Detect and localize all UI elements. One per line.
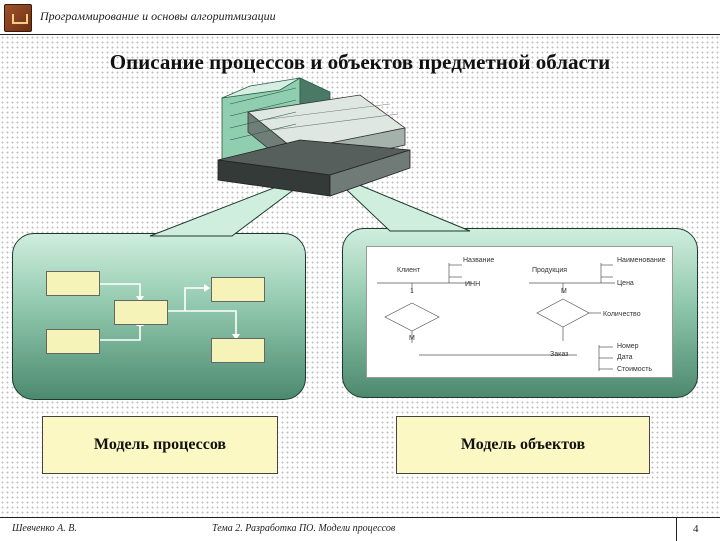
footer-divider — [676, 518, 677, 541]
footer-topic: Тема 2. Разработка ПО. Модели процессов — [212, 523, 396, 534]
process-box — [114, 300, 168, 325]
right-bubble-tail — [327, 171, 471, 232]
slide-header: Программирование и основы алгоритмизации — [0, 0, 720, 35]
process-box — [211, 338, 265, 363]
er-label: Номер — [617, 343, 639, 350]
er-label: М — [409, 335, 415, 342]
er-label: Продукция — [532, 267, 567, 274]
er-label: Заказ — [550, 351, 568, 358]
er-label: Цена — [617, 280, 634, 287]
er-label: Стоимость — [617, 366, 652, 373]
er-label: Название — [463, 257, 494, 264]
er-diagram-panel: Название Клиент ИНН Продукция Наименован… — [366, 246, 673, 378]
process-box — [46, 271, 100, 296]
er-label: 1 — [410, 288, 414, 295]
course-title: Программирование и основы алгоритмизации — [40, 9, 276, 23]
process-box — [46, 329, 100, 354]
er-label: Дата — [617, 354, 633, 361]
slide-footer: Шевченко А. В. Тема 2. Разработка ПО. Мо… — [0, 517, 720, 541]
er-label: Наименование — [617, 257, 666, 264]
process-box — [211, 277, 265, 302]
building-icon — [217, 77, 411, 197]
er-diagram: Название Клиент ИНН Продукция Наименован… — [377, 257, 666, 373]
process-flow-arrows — [98, 283, 237, 341]
er-label: ИНН — [465, 281, 480, 288]
er-label: Количество — [603, 311, 641, 318]
university-logo-icon — [4, 4, 32, 32]
er-label: М — [561, 288, 567, 295]
object-model-label: Модель объектов — [396, 416, 650, 474]
er-label: Клиент — [397, 267, 421, 274]
page-number: 4 — [693, 523, 699, 535]
slide-title: Описание процессов и объектов предметной… — [109, 50, 611, 74]
footer-author: Шевченко А. В. — [12, 523, 77, 534]
process-model-label: Модель процессов — [42, 416, 278, 474]
